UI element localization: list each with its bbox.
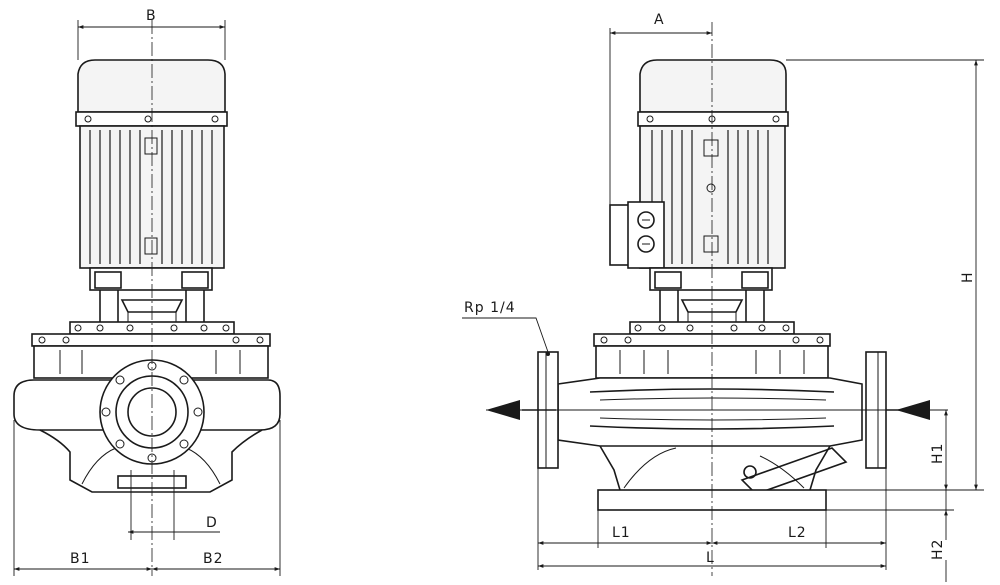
front-motor-fins	[89, 130, 213, 264]
dim-label-b2: B2	[203, 551, 224, 567]
dim-label-b1: B1	[70, 551, 91, 567]
dim-label-l1: L1	[612, 525, 631, 541]
front-view: B D B1 B2	[13, 8, 281, 576]
dim-label-h: H	[960, 271, 976, 283]
side-motor-cover	[639, 59, 787, 113]
dim-label-l: L	[706, 550, 715, 566]
dim-label-d: D	[206, 515, 218, 531]
dim-label-b: B	[146, 8, 157, 24]
side-casing	[557, 377, 863, 447]
side-view: Rp 1/4 A H H1 H2 L1 L2 L	[462, 12, 984, 582]
flow-out-arrow	[486, 400, 520, 420]
dim-label-l2: L2	[788, 525, 807, 541]
dim-label-h2: H2	[930, 539, 946, 560]
dim-label-h1: H1	[930, 443, 946, 464]
front-motor-cover	[77, 59, 226, 113]
label-rp-quarter: Rp 1/4	[464, 300, 516, 316]
dim-label-a: A	[654, 12, 665, 28]
flow-in-arrow	[896, 400, 930, 420]
